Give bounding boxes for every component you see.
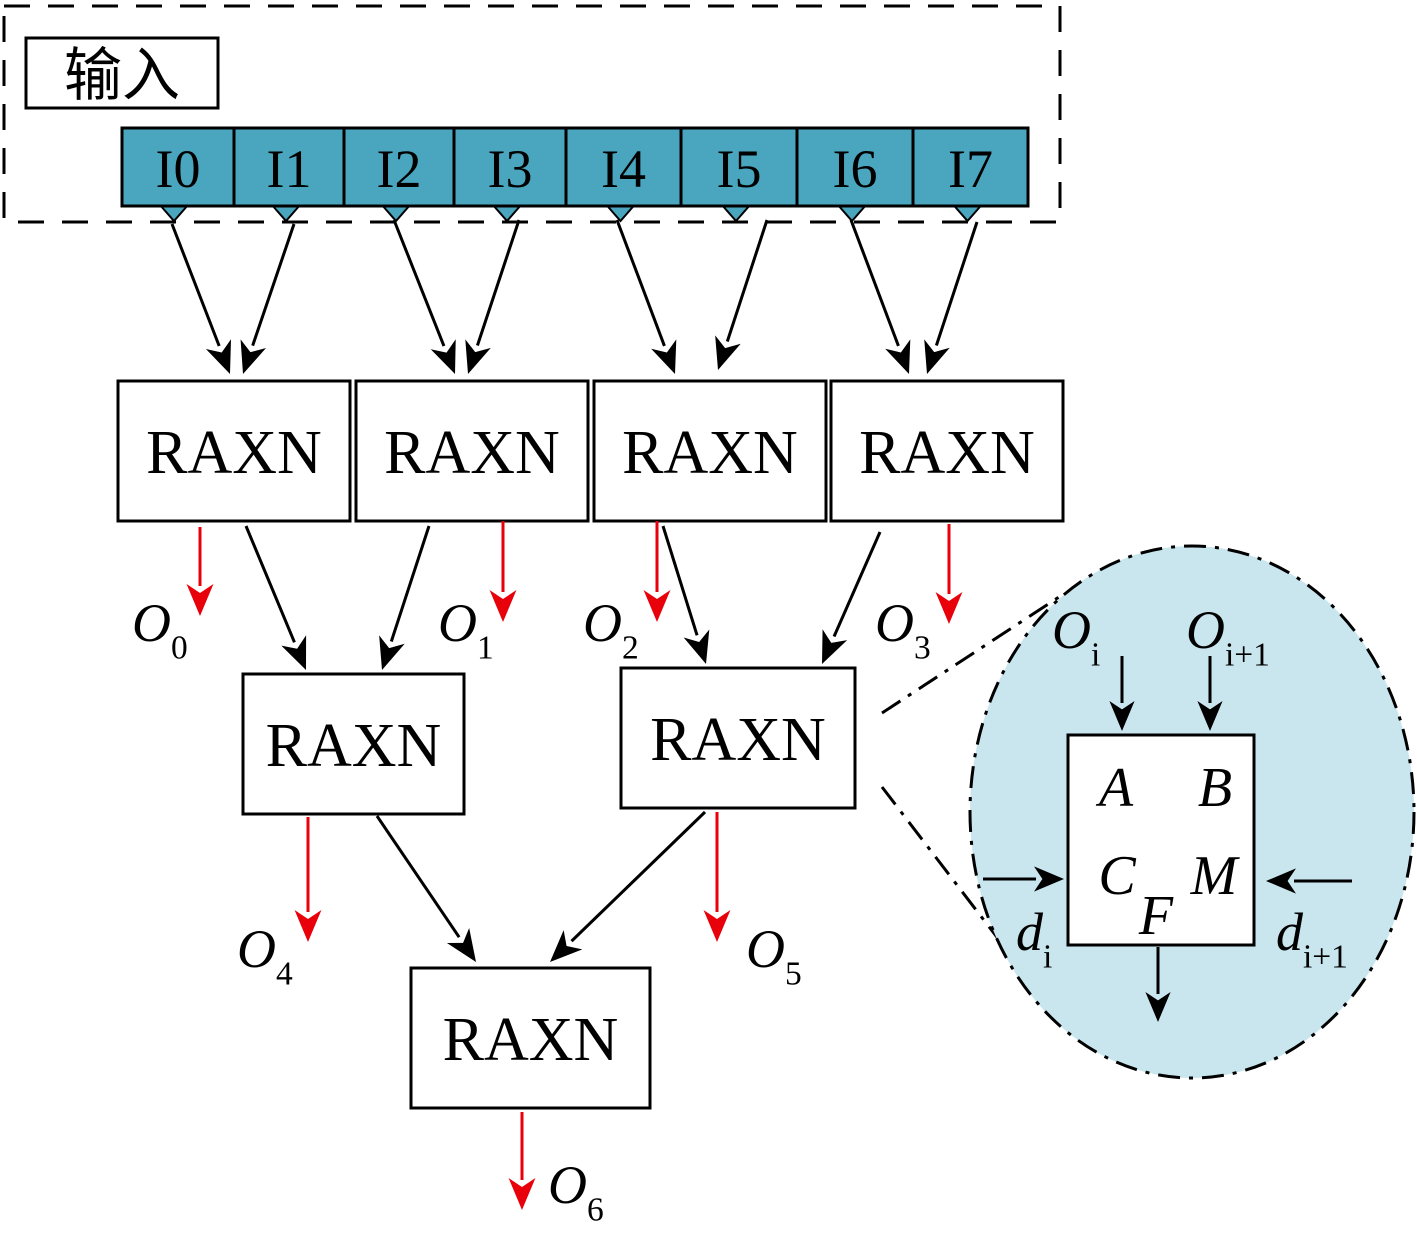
detail-node-box	[1066, 733, 1256, 947]
output-arrow-5	[703, 812, 731, 942]
link-arrow-0	[170, 223, 231, 374]
detail-port-f: F	[1138, 885, 1174, 947]
link-arrow-10	[661, 525, 710, 664]
input-cell-3: I3	[452, 126, 568, 223]
link-arrow-3	[465, 219, 521, 374]
input-cell-2: I2	[342, 126, 456, 223]
link-arrow-8	[244, 525, 307, 670]
raxn-label: RAXN	[859, 419, 1035, 487]
link-arrow-1	[240, 223, 296, 374]
raxn-node-1: RAXN	[354, 379, 590, 523]
output-label-3: O3	[875, 593, 931, 666]
link-arrow-13	[550, 810, 707, 962]
detail-input-left-arrow	[1109, 656, 1135, 731]
link-arrow-12	[375, 815, 476, 962]
output-arrow-4	[294, 817, 322, 942]
raxn-node-6: RAXN	[409, 966, 652, 1110]
input-cell-label: I7	[948, 139, 993, 199]
input-cell-label: I5	[717, 139, 762, 199]
output-arrow-1	[489, 521, 517, 622]
raxn-node-2: RAXN	[592, 379, 828, 523]
input-cell-label: I3	[488, 139, 533, 199]
link-arrow-11	[822, 531, 882, 664]
detail-input-right-label: Oi+1	[1186, 600, 1270, 673]
zoom-line-bottom	[880, 786, 1070, 1031]
output-label-4: O4	[237, 919, 293, 992]
zoom-line-top	[881, 593, 1063, 715]
output-arrow-3	[935, 524, 963, 624]
detail-side-left-label: di	[1016, 902, 1052, 975]
input-cell-label: I0	[156, 139, 201, 199]
raxn-node-3: RAXN	[829, 379, 1065, 523]
output-arrow-2	[643, 521, 671, 622]
link-arrow-6	[849, 219, 911, 374]
detail-side-right-label: di+1	[1276, 902, 1348, 975]
input-title: 输入	[64, 41, 180, 109]
raxn-node-5: RAXN	[619, 666, 857, 810]
link-arrow-5	[715, 219, 769, 370]
output-label-2: O2	[583, 593, 639, 666]
link-arrow-4	[615, 219, 677, 374]
raxn-label: RAXN	[650, 706, 826, 774]
input-cell-label: I2	[377, 139, 422, 199]
input-cell-0: I0	[120, 126, 236, 223]
raxn-label: RAXN	[266, 712, 442, 780]
detail-input-left-label: Oi	[1052, 600, 1100, 673]
input-cell-label: I6	[833, 139, 878, 199]
input-cell-label: I4	[601, 139, 646, 199]
link-arrow-9	[379, 525, 431, 670]
detail-output-arrow	[1145, 947, 1171, 1022]
raxn-node-0: RAXN	[116, 379, 352, 523]
detail-port-a: A	[1095, 757, 1134, 819]
detail-port-m: M	[1190, 845, 1241, 907]
input-cell-7: I7	[911, 126, 1030, 223]
raxn-label: RAXN	[146, 419, 322, 487]
output-label-6: O6	[548, 1155, 604, 1228]
output-label-0: O0	[132, 593, 188, 666]
raxn-label: RAXN	[443, 1006, 619, 1074]
input-title-box	[24, 36, 220, 110]
detail-port-c: C	[1098, 845, 1136, 907]
raxn-nodes: RAXN RAXN RAXN RAXN RAXN RAXN RAXN	[116, 379, 1065, 1110]
output-arrow-6	[508, 1112, 536, 1210]
input-cells: I0 I1 I2 I3 I4 I5 I6 I7	[120, 126, 1030, 223]
output-label-1: O1	[438, 593, 494, 666]
link-arrow-2	[392, 219, 456, 374]
detail-port-b: B	[1198, 757, 1232, 819]
raxn-label: RAXN	[384, 419, 560, 487]
output-arrow-0	[186, 527, 214, 616]
output-label-5: O5	[746, 919, 802, 992]
input-group-border	[2, 4, 1062, 224]
input-cell-6: I6	[795, 126, 915, 223]
input-cell-5: I5	[679, 126, 799, 223]
detail-side-right-arrow	[1266, 868, 1352, 894]
input-cell-1: I1	[232, 126, 346, 223]
detail-input-right-arrow	[1197, 656, 1223, 731]
input-group: 输入 I0 I1 I2 I3 I4 I5 I6 I7	[2, 4, 1062, 224]
connection-arrows	[170, 219, 979, 962]
raxn-node-4: RAXN	[241, 672, 466, 816]
input-cell-label: I1	[267, 139, 312, 199]
input-cell-4: I4	[564, 126, 683, 223]
link-arrow-7	[924, 221, 979, 374]
detail-side-left-arrow	[983, 866, 1064, 892]
raxn-label: RAXN	[622, 419, 798, 487]
